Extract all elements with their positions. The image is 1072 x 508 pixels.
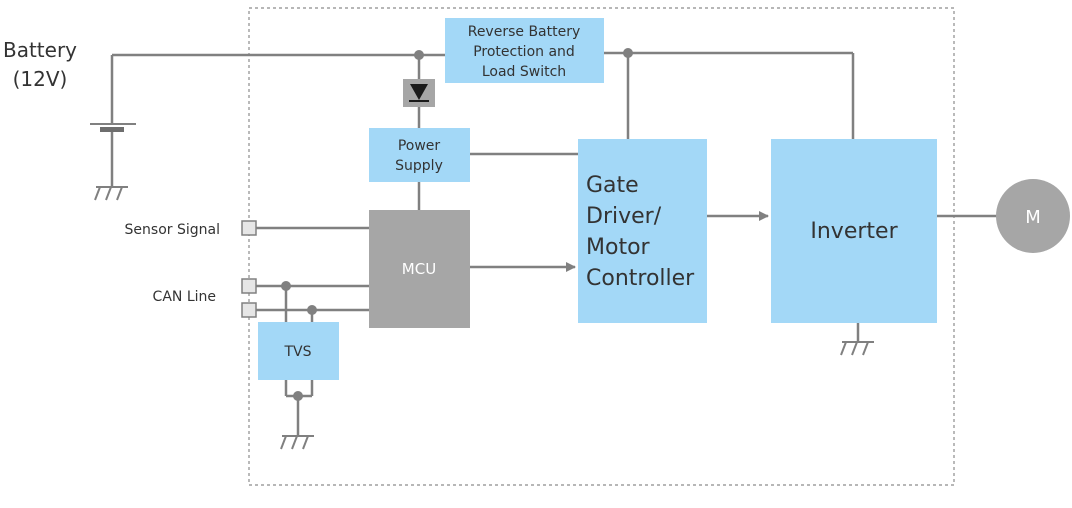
ground-icon [280, 435, 314, 450]
reverse-battery-line1: Reverse Battery [468, 24, 581, 40]
inverter-block: Inverter [771, 139, 937, 323]
battery-label-line1: Battery [3, 38, 77, 62]
can-line-label: CAN Line [153, 289, 216, 305]
motor-icon: M [996, 179, 1070, 253]
mcu-label: MCU [402, 260, 436, 278]
tvs-block: TVS [258, 322, 339, 380]
ground-icon [94, 186, 128, 201]
power-supply-block: Power Supply [369, 128, 470, 182]
diode-icon [403, 79, 435, 107]
ground-icon [840, 341, 874, 356]
gate-driver-line2: Driver/ [586, 204, 662, 229]
gate-driver-line3: Motor [586, 235, 651, 260]
reverse-battery-line2: Protection and [473, 44, 575, 60]
mcu-block: MCU [369, 210, 470, 328]
reverse-battery-line3: Load Switch [482, 64, 566, 80]
battery-icon [90, 123, 136, 132]
inverter-label: Inverter [810, 219, 898, 244]
connector-pad-icon [241, 302, 257, 318]
power-supply-line1: Power [398, 138, 441, 154]
wires [110, 51, 997, 436]
connector-pad-icon [241, 220, 257, 236]
tvs-label: TVS [283, 344, 311, 360]
sensor-signal-label: Sensor Signal [125, 222, 220, 238]
power-supply-line2: Supply [395, 158, 443, 174]
battery-label-line2: (12V) [13, 67, 68, 91]
gate-driver-line1: Gate [586, 173, 639, 198]
connector-pad-icon [241, 278, 257, 294]
gate-driver-block: Gate Driver/ Motor Controller [578, 139, 707, 323]
junction-dots [281, 48, 633, 401]
motor-label: M [1025, 207, 1041, 228]
system-boundary [248, 7, 955, 486]
gate-driver-line4: Controller [586, 266, 695, 291]
reverse-battery-block: Reverse Battery Protection and Load Swit… [445, 18, 604, 83]
